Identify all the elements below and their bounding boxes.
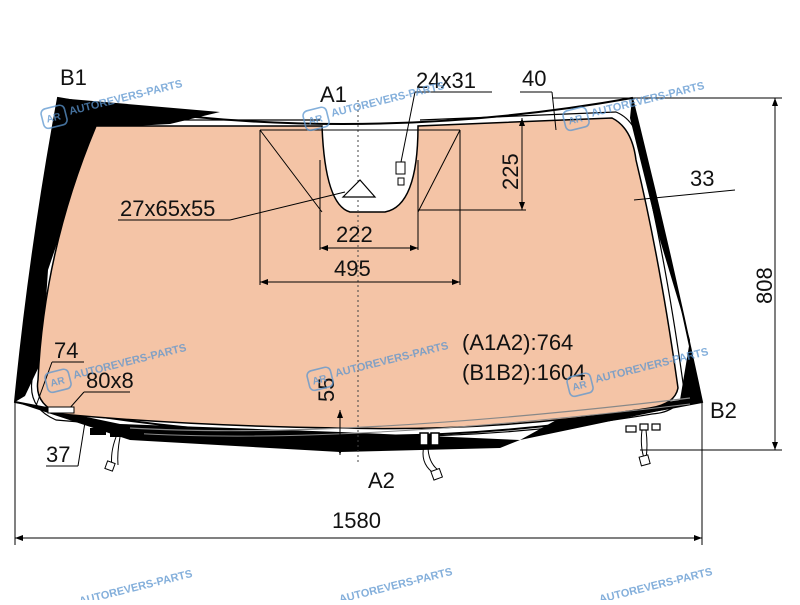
svg-text:AR: AR	[49, 375, 66, 389]
svg-text:AUTOREVERS-PARTS: AUTOREVERS-PARTS	[78, 568, 194, 600]
camera-leader-2	[229, 191, 346, 221]
dim-40: 40	[522, 66, 546, 91]
svg-text:AR: AR	[307, 113, 324, 127]
frit-band	[15, 98, 220, 402]
dim-sensor: 24x31	[416, 68, 476, 93]
wire-connectors	[104, 429, 651, 481]
dim-33: 33	[690, 166, 714, 191]
dim-495: 495	[334, 256, 371, 281]
measure-b1b2: (B1B2):1604	[462, 360, 586, 385]
dim-74-line	[35, 361, 53, 407]
svg-text:AUTOREVERS-PARTS: AUTOREVERS-PARTS	[598, 566, 714, 600]
label-b2: B2	[710, 398, 737, 423]
frit-band-bottom	[15, 402, 520, 452]
svg-text:AR: AR	[567, 113, 584, 127]
camera-window-icon	[341, 179, 377, 198]
vin-window	[47, 406, 75, 414]
dim-74: 74	[54, 338, 78, 363]
tinted-area	[36, 117, 679, 430]
svg-text:AR: AR	[311, 373, 328, 387]
dim-camera: 27x65x55	[120, 196, 215, 221]
svg-text:AUTOREVERS-PARTS: AUTOREVERS-PARTS	[590, 80, 706, 120]
measure-a1a2: (A1A2):764	[462, 330, 573, 355]
bottom-edge-line-2	[129, 403, 691, 437]
bottom-edge-line	[129, 397, 691, 432]
dim-225: 225	[498, 153, 523, 190]
sensor-icon-2	[397, 177, 405, 186]
svg-text:AR: AR	[571, 379, 588, 393]
dim-1580: 1580	[332, 508, 381, 533]
svg-text:AUTOREVERS-PARTS: AUTOREVERS-PARTS	[338, 566, 454, 600]
watermark-9: AUTOREVERS-PARTS	[598, 566, 714, 605]
watermark-7: AUTOREVERS-PARTS	[78, 568, 194, 605]
dim-808: 808	[752, 267, 777, 304]
sensor-icon	[395, 161, 406, 175]
dim-80x8: 80x8	[86, 368, 134, 393]
watermark-8: AUTOREVERS-PARTS	[338, 566, 454, 605]
label-a2: A2	[368, 468, 395, 493]
bottom-connectors	[90, 423, 661, 446]
label-b1: B1	[60, 65, 87, 90]
notch-outline-495	[259, 129, 461, 213]
dim-37-line	[77, 415, 87, 467]
svg-text:AUTOREVERS-PARTS: AUTOREVERS-PARTS	[330, 80, 446, 120]
frit-band-right	[520, 98, 702, 440]
dim-222: 222	[336, 222, 373, 247]
dim-37: 37	[46, 442, 70, 467]
sensor-leader-2	[400, 91, 416, 163]
svg-text:AR: AR	[45, 111, 62, 125]
dim-33-leader	[633, 189, 736, 201]
label-a1: A1	[320, 82, 347, 107]
